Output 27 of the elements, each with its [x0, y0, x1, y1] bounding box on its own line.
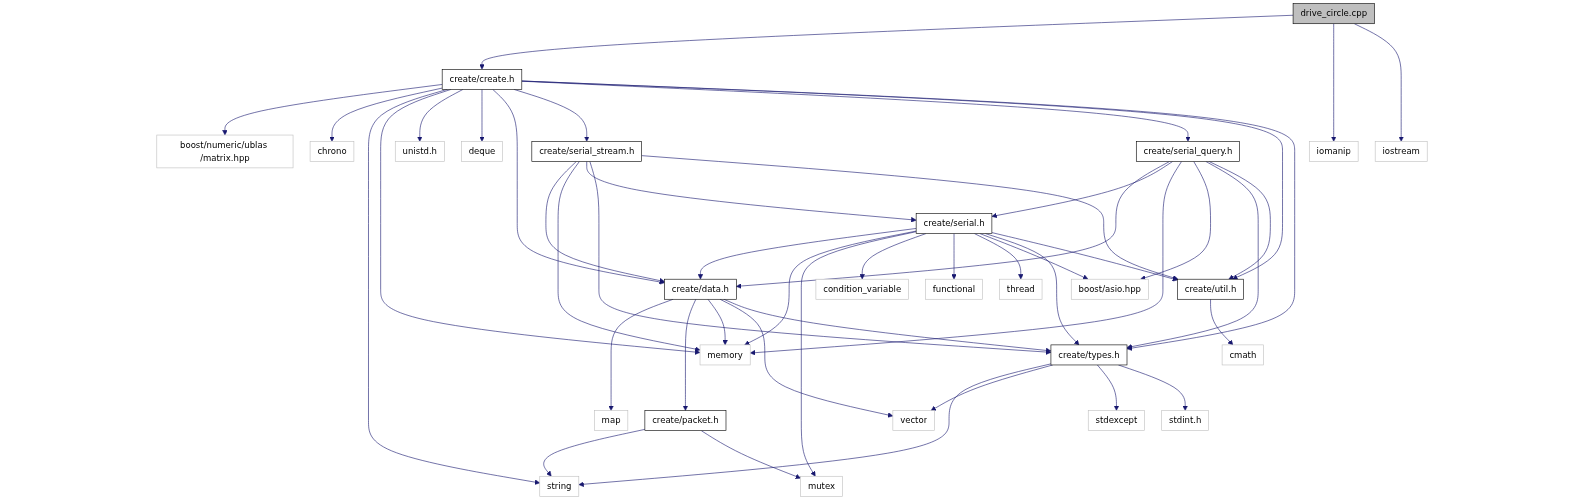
node-box: stdexcept	[1087, 410, 1145, 431]
node-box: create/serial.h	[915, 213, 993, 234]
node-box: create/data.h	[664, 278, 737, 300]
node-box: boost/asio.hpp	[1070, 278, 1149, 300]
node-box: create/serial_stream.h	[531, 141, 642, 162]
node-box: mutex	[800, 475, 843, 497]
node-box: create/packet.h	[644, 410, 727, 431]
node-box: stdint.h	[1161, 410, 1209, 431]
node-box: condition_variable	[815, 278, 909, 300]
node-box: create/serial_query.h	[1136, 141, 1240, 162]
node-box: unistd.h	[394, 141, 445, 162]
node-box: drive_circle.cpp	[1292, 3, 1375, 25]
node-box: cmath	[1221, 344, 1264, 366]
node-box: deque	[461, 141, 503, 162]
node-box: create/types.h	[1050, 344, 1128, 366]
node-box: create/create.h	[441, 69, 523, 90]
node-box: vector	[892, 410, 935, 431]
node-box: thread	[999, 278, 1043, 300]
node-box: create/util.h	[1177, 278, 1244, 300]
node-box: functional	[925, 278, 983, 300]
node-box: iomanip	[1308, 141, 1359, 162]
node-box: string	[539, 475, 580, 497]
node-box: chrono	[309, 141, 355, 162]
node-box: boost/numeric/ublas /matrix.hpp	[156, 134, 294, 169]
node-box: map	[594, 410, 629, 431]
node-box: memory	[699, 344, 751, 366]
node-box: iostream	[1374, 141, 1428, 162]
